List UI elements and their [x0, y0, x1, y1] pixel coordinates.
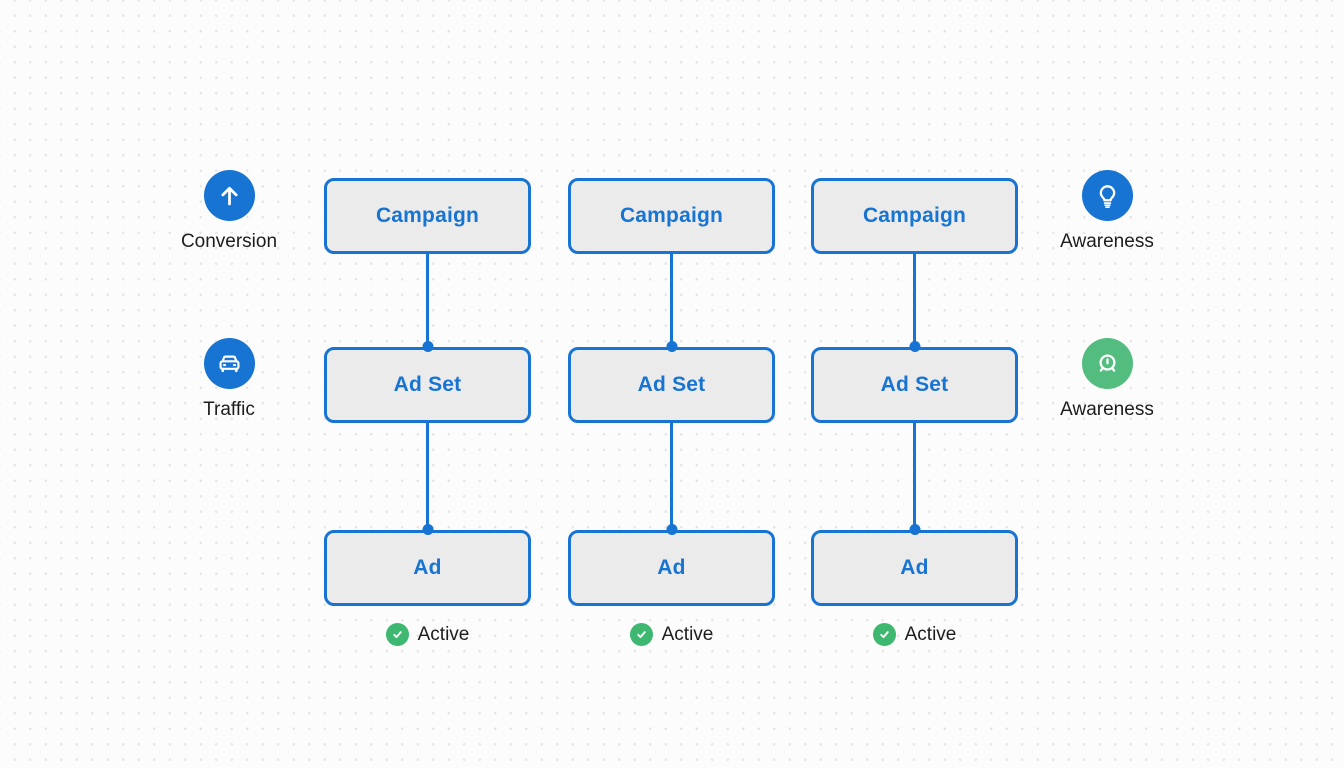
objective-traffic: Traffic	[144, 338, 314, 421]
check-icon	[872, 623, 896, 646]
ad-set-node: Ad Set	[811, 347, 1018, 423]
objective-awareness-bulb: Awareness	[1022, 170, 1192, 253]
ad-set-node: Ad Set	[324, 347, 531, 423]
campaign-node: Campaign	[568, 178, 775, 254]
ad-node: Ad	[811, 530, 1018, 606]
objective-label: Conversion	[180, 231, 278, 252]
status-badge: Active	[872, 623, 957, 646]
check-icon	[629, 623, 653, 646]
funnel-column: Campaign Ad Set Ad Active	[811, 178, 1018, 646]
alarm-clock-icon	[1081, 338, 1133, 389]
objective-label: Awareness	[1060, 399, 1154, 420]
objective-conversion: Conversion	[144, 170, 314, 253]
lightbulb-icon	[1081, 170, 1133, 221]
objective-label: Traffic	[203, 399, 255, 420]
connector-line	[913, 254, 916, 347]
connector-line	[426, 423, 429, 530]
ad-node: Ad	[324, 530, 531, 606]
campaign-node: Campaign	[811, 178, 1018, 254]
ad-node: Ad	[568, 530, 775, 606]
status-badge: Active	[385, 623, 470, 646]
connector-line	[426, 254, 429, 347]
connector-line	[670, 254, 673, 347]
arrow-up-icon	[203, 170, 255, 221]
car-icon	[203, 338, 255, 389]
status-badge: Active	[629, 623, 714, 646]
status-label: Active	[661, 623, 714, 645]
funnel-column: Campaign Ad Set Ad Active	[568, 178, 775, 646]
objective-awareness-clock: Awareness	[1022, 338, 1192, 421]
status-label: Active	[417, 623, 470, 645]
status-label: Active	[904, 623, 957, 645]
objective-label: Awareness	[1060, 231, 1154, 252]
connector-line	[670, 423, 673, 530]
ad-set-node: Ad Set	[568, 347, 775, 423]
funnel-column: Campaign Ad Set Ad Active	[324, 178, 531, 646]
check-icon	[385, 623, 409, 646]
campaign-node: Campaign	[324, 178, 531, 254]
connector-line	[913, 423, 916, 530]
